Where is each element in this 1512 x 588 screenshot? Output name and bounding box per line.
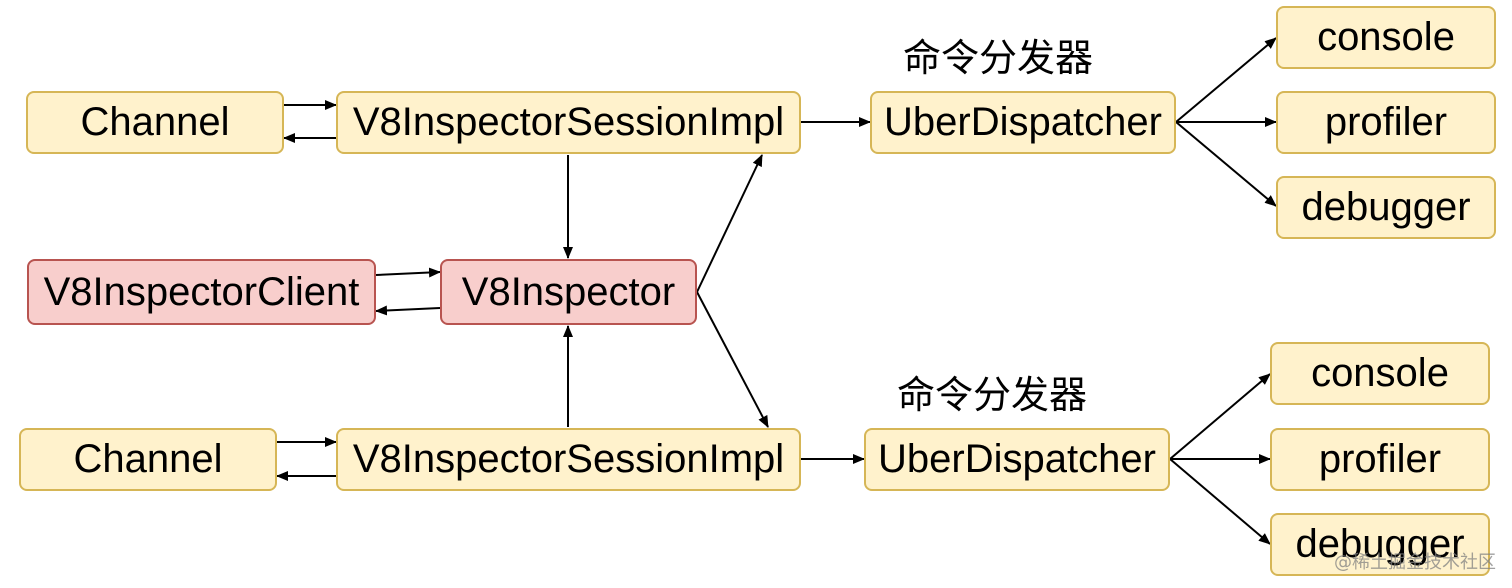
edge-inspector-to-session-bottom xyxy=(696,291,769,428)
debugger-node-bottom: debugger xyxy=(1270,513,1490,576)
inspector-client-node: V8InspectorClient xyxy=(27,259,376,325)
channel-node-top: Channel xyxy=(26,91,284,154)
edge-client-to-inspector xyxy=(375,267,441,278)
edge-dispatcher-to-debugger-bottom xyxy=(1169,458,1271,545)
debugger-node-top: debugger xyxy=(1276,176,1496,239)
edge-dispatcher-to-console-top xyxy=(1175,37,1277,123)
channel-node-bottom: Channel xyxy=(19,428,277,491)
uber-dispatcher-node-bottom: UberDispatcher xyxy=(864,428,1170,491)
dispatcher-caption-bottom: 命令分发器 xyxy=(897,373,1088,417)
uber-dispatcher-node-top: UberDispatcher xyxy=(870,91,1176,154)
watermark: @稀土掘金技术社区 xyxy=(1334,552,1496,573)
console-node-top: console xyxy=(1276,6,1496,69)
edge-inspector-to-client xyxy=(375,305,441,316)
profiler-node-bottom: profiler xyxy=(1270,428,1490,491)
profiler-node-top: profiler xyxy=(1276,91,1496,154)
session-impl-node-top: V8InspectorSessionImpl xyxy=(336,91,801,154)
edge-dispatcher-to-debugger-top xyxy=(1175,121,1277,207)
session-impl-node-bottom: V8InspectorSessionImpl xyxy=(336,428,801,491)
edge-inspector-to-session-top xyxy=(696,154,763,293)
edge-dispatcher-to-console-bottom xyxy=(1169,373,1271,460)
dispatcher-caption-top: 命令分发器 xyxy=(903,36,1094,80)
console-node-bottom: console xyxy=(1270,342,1490,405)
v8-inspector-node: V8Inspector xyxy=(440,259,697,325)
